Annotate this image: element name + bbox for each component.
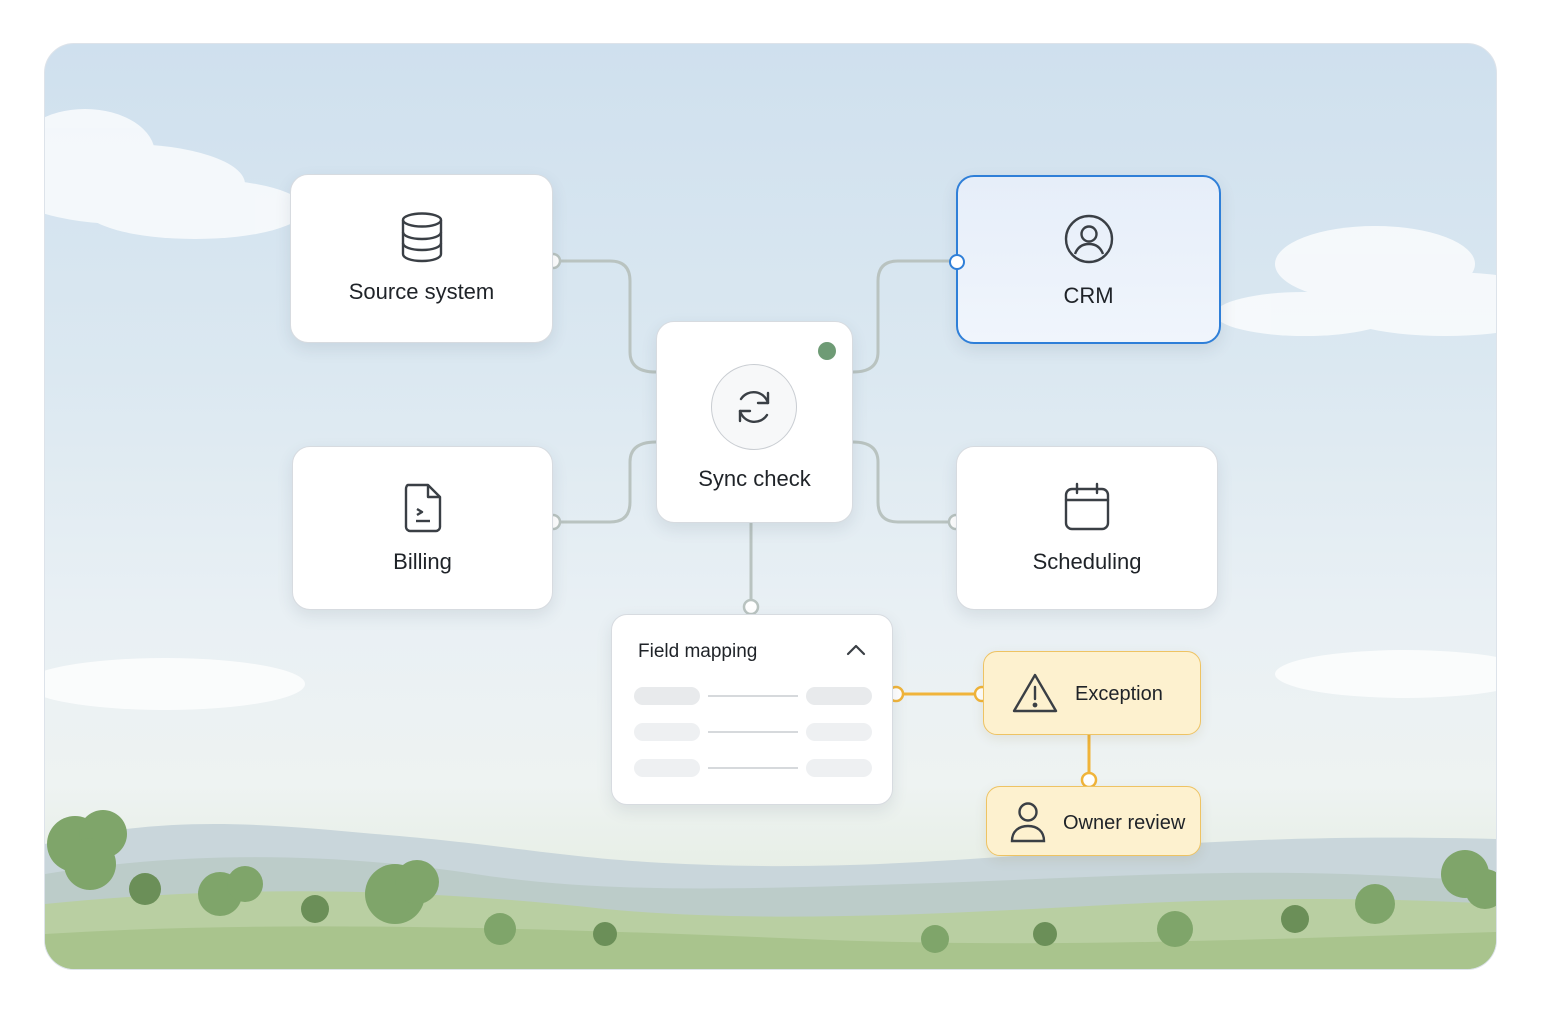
mapping-source-field bbox=[634, 687, 700, 705]
node-label: Scheduling bbox=[1032, 549, 1142, 574]
mapping-target-field bbox=[806, 759, 872, 777]
user-circle-icon bbox=[1063, 213, 1115, 270]
mapping-target-field bbox=[806, 687, 872, 705]
mapping-link-line bbox=[708, 731, 798, 733]
node-scheduling[interactable]: Scheduling bbox=[956, 446, 1218, 610]
node-label: Billing bbox=[393, 549, 452, 574]
calendar-icon bbox=[1063, 481, 1111, 538]
node-label: CRM bbox=[1063, 283, 1114, 308]
mapping-target-field bbox=[806, 723, 872, 741]
node-billing[interactable]: Billing bbox=[292, 446, 553, 610]
document-icon bbox=[402, 481, 444, 538]
sync-icon bbox=[732, 385, 776, 434]
node-label: Owner review bbox=[1063, 812, 1186, 834]
warning-icon bbox=[1012, 672, 1058, 719]
node-source-system[interactable]: Source system bbox=[290, 174, 553, 343]
user-icon bbox=[1009, 801, 1047, 848]
port-crm bbox=[949, 254, 965, 270]
status-indicator-dot bbox=[818, 342, 836, 360]
mapping-link-line bbox=[708, 767, 798, 769]
node-label: Sync check bbox=[698, 466, 811, 491]
database-icon bbox=[399, 211, 445, 268]
node-sync-check[interactable]: Sync check bbox=[656, 321, 853, 523]
node-owner-review[interactable]: Owner review bbox=[986, 786, 1201, 856]
field-mapping-panel[interactable]: Field mapping bbox=[611, 614, 893, 805]
node-label: Exception bbox=[1075, 683, 1163, 705]
node-label: Source system bbox=[348, 279, 495, 304]
mapping-source-field bbox=[634, 759, 700, 777]
node-exception[interactable]: Exception bbox=[983, 651, 1201, 735]
field-mapping-title: Field mapping bbox=[638, 641, 758, 662]
diagram-canvas bbox=[44, 43, 1497, 970]
chevron-up-icon[interactable] bbox=[846, 643, 866, 662]
mapping-link-line bbox=[708, 695, 798, 697]
node-crm[interactable]: CRM bbox=[949, 175, 1221, 344]
landscape-background bbox=[45, 109, 1496, 969]
mapping-source-field bbox=[634, 723, 700, 741]
sync-icon-badge bbox=[711, 364, 797, 450]
